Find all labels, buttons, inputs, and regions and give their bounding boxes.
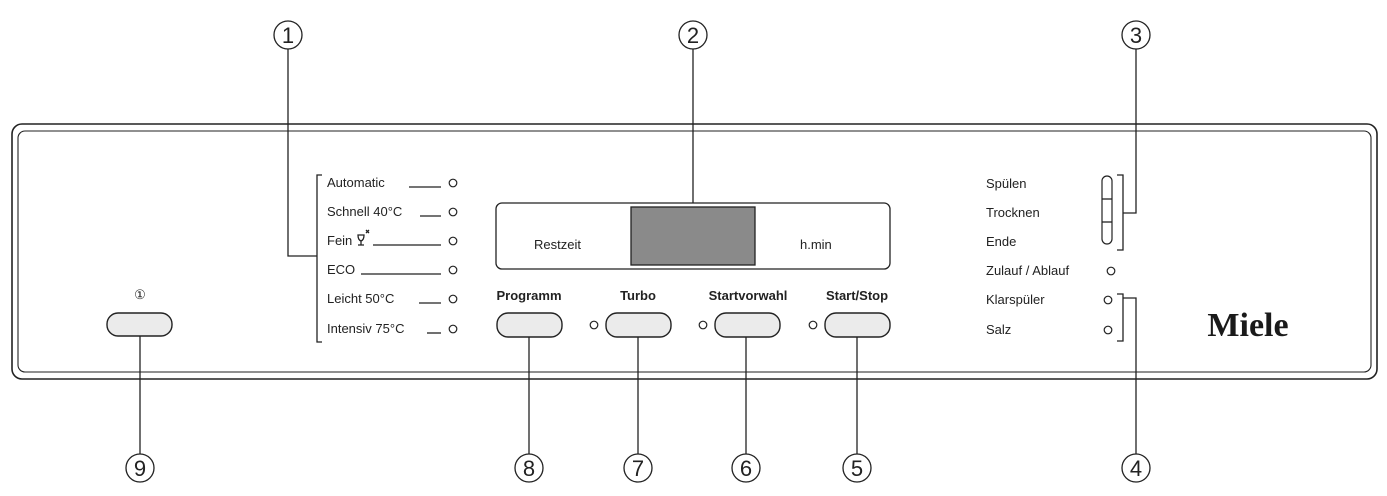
display-label-restzeit: Restzeit (534, 237, 581, 252)
svg-text:2: 2 (687, 23, 699, 48)
salz-led (1103, 325, 1113, 335)
svg-text:7: 7 (632, 456, 644, 481)
svg-text:6: 6 (740, 456, 752, 481)
phase-indicator-bar (1101, 175, 1113, 245)
phase-bracket (1117, 174, 1124, 251)
start-stop-button[interactable] (824, 312, 891, 338)
program-list: Automatic Schnell 40°C Fein ECO Leicht 5… (327, 175, 458, 336)
program-list-bracket (316, 174, 322, 343)
svg-text:5: 5 (851, 456, 863, 481)
panel-inner-frame (17, 130, 1372, 373)
program-label: Schnell 40°C (327, 204, 402, 219)
program-label: Fein (327, 233, 352, 248)
svg-text:3: 3 (1130, 23, 1142, 48)
phase-label-ende: Ende (986, 234, 1016, 249)
program-led (448, 294, 458, 304)
time-display: Restzeit h.min (495, 202, 891, 270)
panel-outer-frame (11, 123, 1378, 380)
phase-label-trocknen: Trocknen (986, 205, 1040, 220)
callout-3: 3 (1121, 20, 1151, 50)
program-label: Intensiv 75°C (327, 321, 404, 336)
svg-text:1: 1 (282, 23, 294, 48)
svg-text:4: 4 (1130, 456, 1142, 481)
callout-5: 5 (842, 453, 872, 483)
program-item-schnell[interactable]: Schnell 40°C (327, 204, 458, 219)
callout-4: 4 (1121, 453, 1151, 483)
startvorwahl-button[interactable] (714, 312, 781, 338)
program-item-fein[interactable]: Fein (327, 229, 458, 248)
turbo-led (589, 320, 599, 330)
phase-label-spuelen: Spülen (986, 176, 1026, 191)
miele-logo: Miele (1207, 307, 1288, 344)
phase-list: Spülen Trocknen Ende (986, 174, 1124, 251)
power-symbol-icon: ① (134, 287, 146, 302)
programm-button[interactable] (496, 312, 563, 338)
start-stop-button-label: Start/Stop (826, 288, 888, 303)
program-led (448, 178, 458, 188)
indicator-label-salz: Salz (986, 322, 1011, 337)
klarspueler-led (1103, 295, 1113, 305)
indicator-label-zulauf-ablauf: Zulauf / Ablauf (986, 263, 1069, 278)
start-stop-led (808, 320, 818, 330)
leader-line-4 (1123, 297, 1137, 454)
callout-1: 1 (273, 20, 303, 50)
leader-line-3 (1123, 49, 1137, 214)
turbo-button[interactable] (605, 312, 672, 338)
program-item-intensiv[interactable]: Intensiv 75°C (327, 321, 458, 336)
callout-2: 2 (678, 20, 708, 50)
zulauf-ablauf-led (1106, 266, 1116, 276)
display-label-hmin: h.min (800, 237, 832, 252)
indicator-bracket (1117, 293, 1124, 342)
indicator-label-klarspueler: Klarspüler (986, 292, 1045, 307)
startvorwahl-button-label: Startvorwahl (709, 288, 788, 303)
power-button[interactable] (106, 312, 173, 337)
callout-7: 7 (623, 453, 653, 483)
callout-8: 8 (514, 453, 544, 483)
callout-9: 9 (125, 453, 155, 483)
program-led (448, 324, 458, 334)
program-label: Automatic (327, 175, 385, 190)
startvorwahl-led (698, 320, 708, 330)
callout-6: 6 (731, 453, 761, 483)
program-led (448, 236, 458, 246)
programm-button-label: Programm (496, 288, 561, 303)
program-led (448, 207, 458, 217)
program-label: ECO (327, 262, 355, 277)
svg-text:8: 8 (523, 456, 535, 481)
program-item-leicht[interactable]: Leicht 50°C (327, 291, 458, 306)
program-item-eco[interactable]: ECO (327, 262, 458, 277)
program-item-automatic[interactable]: Automatic (327, 175, 458, 190)
svg-text:9: 9 (134, 456, 146, 481)
display-window (630, 206, 756, 266)
wine-glass-icon (357, 229, 370, 246)
status-indicator-list: Zulauf / Ablauf Klarspüler Salz (986, 263, 1124, 342)
program-led (448, 265, 458, 275)
turbo-button-label: Turbo (620, 288, 656, 303)
leader-line-1 (287, 49, 317, 257)
program-label: Leicht 50°C (327, 291, 394, 306)
